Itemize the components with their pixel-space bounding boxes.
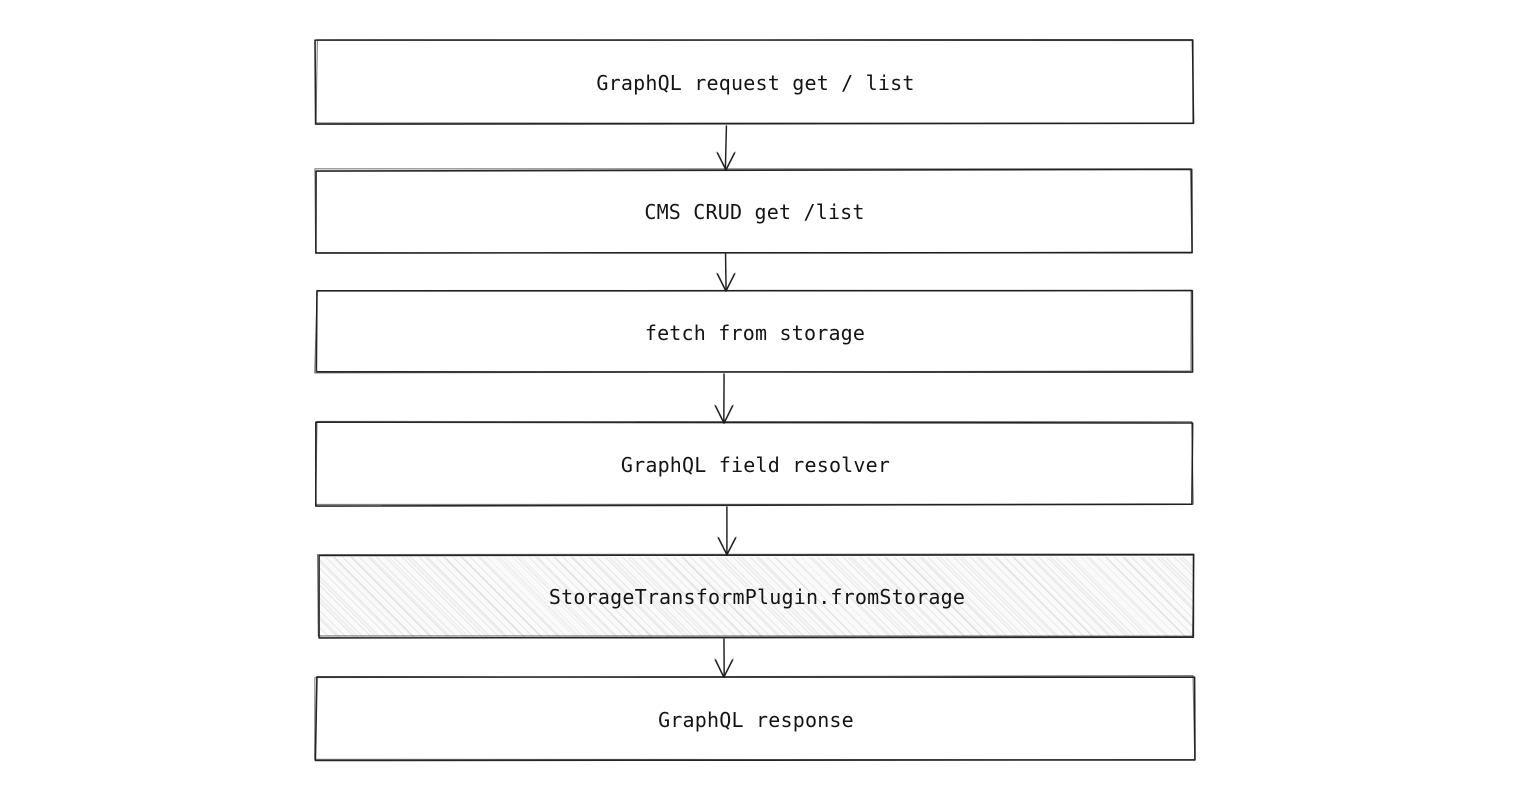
- flow-node-label: GraphQL field resolver: [620, 453, 891, 477]
- flow-node-label: fetch from storage: [644, 320, 866, 345]
- flow-node-label: GraphQL request get / list: [596, 71, 915, 95]
- flow-arrow-crud-to-fetch: [709, 253, 743, 292]
- flow-arrow-transformplugin-to-response: [707, 638, 741, 678]
- flow-arrow-resolver-to-transformplugin: [710, 506, 744, 556]
- flow-node-fetch-from-storage[interactable]: fetch from storage: [314, 289, 1194, 374]
- flow-arrow-fetch-to-resolver: [707, 373, 741, 424]
- flow-node-graphql-request[interactable]: GraphQL request get / list: [314, 39, 1195, 126]
- flow-node-label: CMS CRUD get /list: [644, 200, 865, 224]
- flow-node-graphql-field-resolver[interactable]: GraphQL field resolver: [315, 420, 1195, 507]
- flow-node-label: StorageTransformPlugin.fromStorage: [548, 585, 966, 609]
- flow-node-graphql-response[interactable]: GraphQL response: [314, 674, 1196, 762]
- flow-node-storage-transform-plugin[interactable]: StorageTransformPlugin.fromStorage: [316, 553, 1196, 639]
- flow-arrow-request-to-crud: [709, 125, 743, 171]
- flow-node-cms-crud[interactable]: CMS CRUD get /list: [314, 168, 1193, 254]
- flow-node-label: GraphQL response: [658, 707, 854, 732]
